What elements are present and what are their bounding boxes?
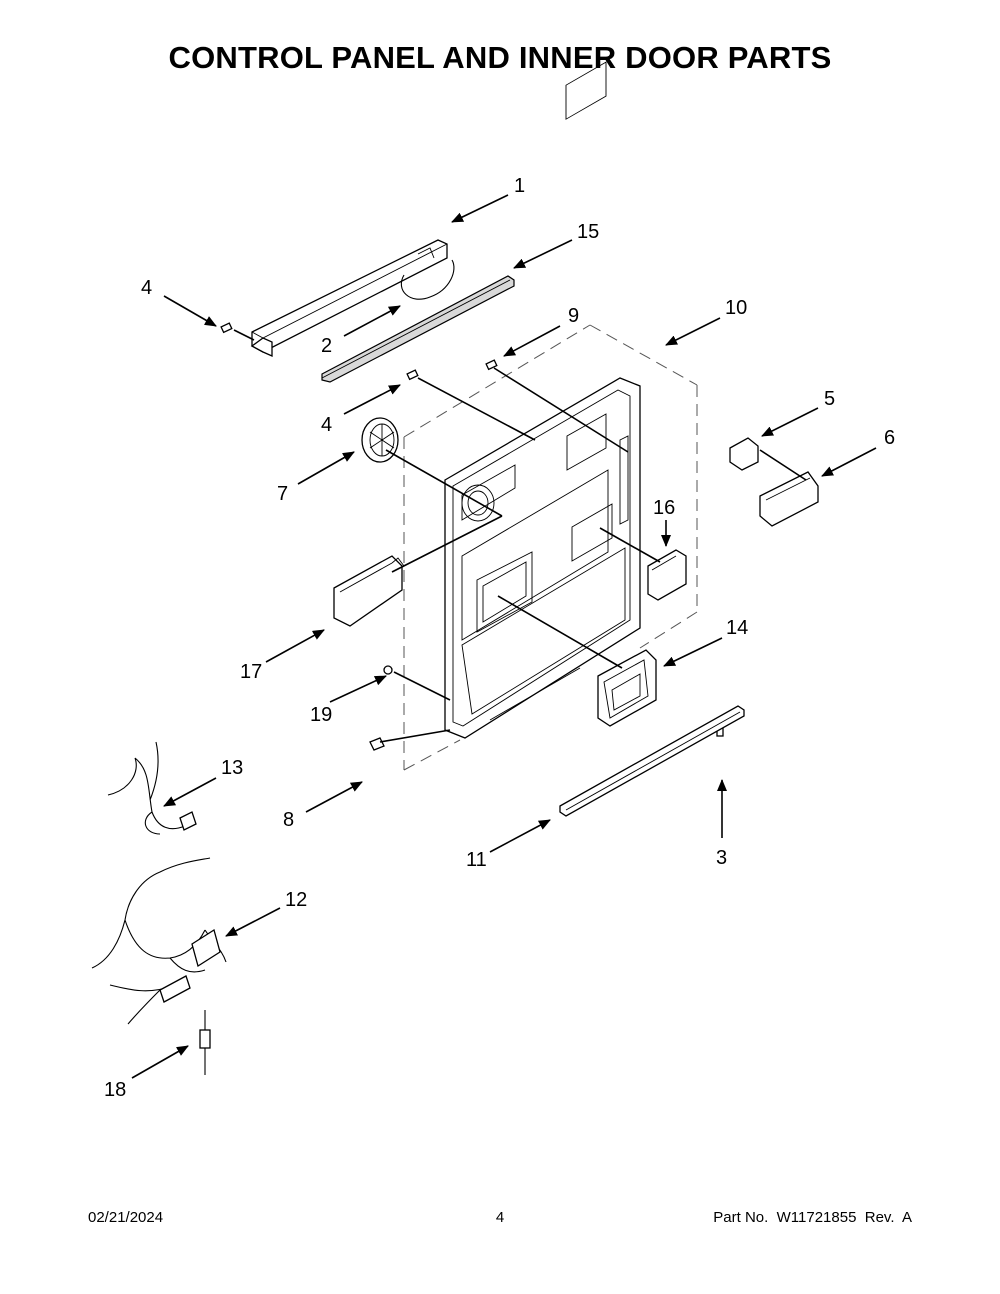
footer-date: 02/21/2024 (88, 1209, 164, 1226)
callout-arrows (131, 194, 877, 1079)
callout-14: 14 (726, 617, 748, 639)
inner-door-part (444, 61, 641, 739)
callout-10: 10 (725, 297, 747, 319)
callout-9: 9 (568, 305, 579, 327)
dispenser-cover-part (333, 555, 405, 627)
rail-part (559, 705, 745, 817)
door-assembly-outline (403, 324, 698, 771)
callout-5: 5 (824, 388, 835, 410)
control-panel-part (250, 239, 455, 358)
callout-1: 1 (514, 175, 525, 197)
dispenser-part (597, 649, 657, 727)
callout-7: 7 (277, 483, 288, 505)
callout-15: 15 (577, 221, 599, 243)
callout-12: 12 (285, 889, 307, 911)
callout-17: 17 (240, 661, 262, 683)
callout-8: 8 (283, 809, 294, 831)
callout-18: 18 (104, 1079, 126, 1101)
gasket-strip-part (321, 275, 515, 383)
callout-4-middle: 4 (321, 414, 332, 436)
callout-2: 2 (321, 335, 332, 357)
page-title: CONTROL PANEL AND INNER DOOR PARTS (168, 40, 832, 75)
callout-labels: 1 15 4 2 9 10 4 5 6 7 16 14 17 19 13 8 1… (104, 175, 895, 1101)
callout-6: 6 (884, 427, 895, 449)
bracket-part (647, 549, 687, 601)
callout-11: 11 (466, 849, 487, 871)
latch-parts (729, 437, 819, 527)
footer-part-number: Part No. W11721855 Rev. A (713, 1209, 912, 1226)
callout-13: 13 (221, 757, 243, 779)
callout-3: 3 (716, 847, 727, 869)
callout-4-top: 4 (141, 277, 152, 299)
footer-page-number: 4 (495, 1209, 505, 1226)
callout-19: 19 (310, 704, 332, 726)
vent-part (361, 417, 399, 463)
callout-16: 16 (653, 497, 675, 519)
leader-lines (233, 329, 807, 743)
wire-harness-large-part (91, 857, 227, 1075)
wire-harness-small-part (107, 741, 197, 835)
